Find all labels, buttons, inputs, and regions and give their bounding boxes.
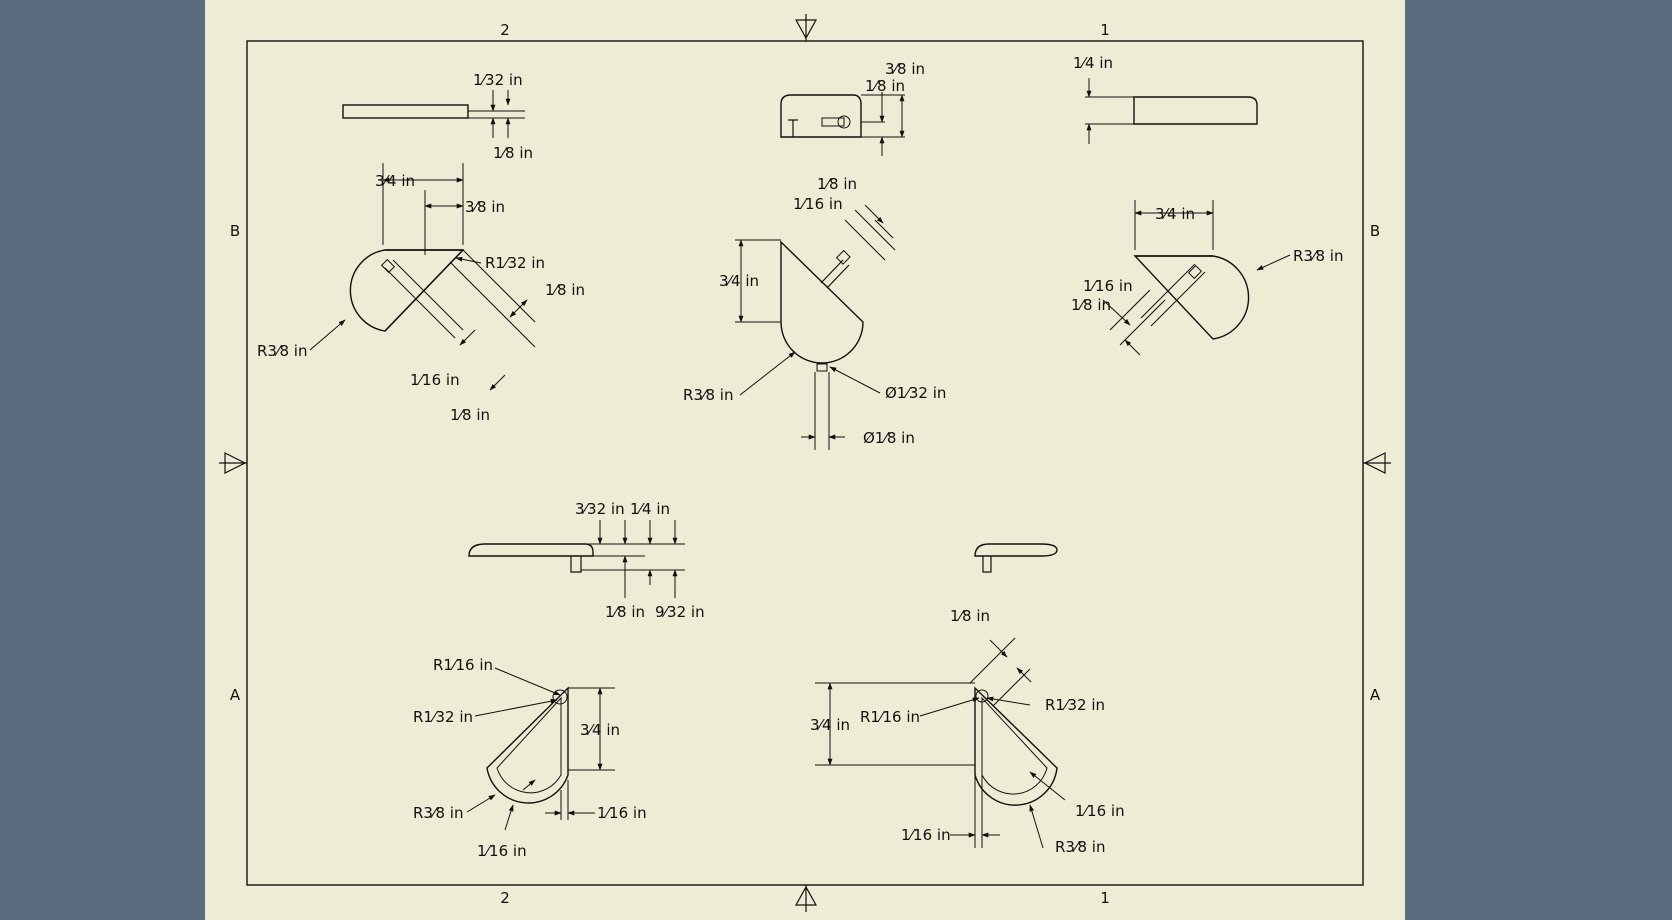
view-iso-right: R3⁄8 in 3⁄4 in 1⁄16 in 1⁄8 in (1071, 200, 1343, 356)
dim-label: 1⁄32 in (473, 71, 523, 89)
view-side-left: 3⁄32 in 1⁄4 in 1⁄8 in 9⁄32 in (468, 500, 705, 621)
view-top-middle: 3⁄8 in 1⁄8 in (780, 60, 925, 156)
dim-label: R1⁄32 in (1045, 696, 1105, 714)
zone-col-label: 1 (1100, 889, 1110, 907)
dim-label: 9⁄32 in (655, 603, 705, 621)
dim-label: 3⁄4 in (1155, 205, 1195, 223)
dim-label: R1⁄32 in (413, 708, 473, 726)
zone-col-label: 2 (500, 21, 510, 39)
dim-label: 1⁄8 in (450, 406, 490, 424)
zone-row-label: B (230, 222, 240, 240)
technical-drawing: 2 1 2 1 B B A A 1⁄32 in 1⁄8 in (219, 14, 1391, 912)
view-iso-middle: 1⁄8 in 1⁄16 in 3⁄4 in R3⁄8 in Ø1⁄32 in Ø… (683, 175, 946, 450)
dim-label: 3⁄4 in (580, 721, 620, 739)
dim-label: 1⁄4 in (630, 500, 670, 518)
zone-row-label: B (1370, 222, 1380, 240)
dim-label: R1⁄32 in (485, 254, 545, 272)
dim-label: 1⁄8 in (605, 603, 645, 621)
view-top-left: 1⁄32 in 1⁄8 in (342, 71, 533, 162)
dim-label: R3⁄8 in (1055, 838, 1105, 856)
dim-label: 1⁄16 in (477, 842, 527, 860)
view-side-right (974, 543, 1058, 573)
dim-label: 1⁄8 in (1071, 296, 1111, 314)
dim-label: 1⁄16 in (901, 826, 951, 844)
dim-label: R1⁄16 in (433, 656, 493, 674)
dim-label: 1⁄4 in (1073, 54, 1113, 72)
dim-label: 3⁄8 in (885, 60, 925, 78)
zone-col-label: 2 (500, 889, 510, 907)
view-bottom-left: R1⁄16 in R1⁄32 in 3⁄4 in R3⁄8 in 1⁄16 in… (413, 656, 647, 860)
dim-label: 1⁄16 in (793, 195, 843, 213)
dim-label: 1⁄8 in (950, 607, 990, 625)
dim-label: 1⁄8 in (817, 175, 857, 193)
sheet-border (246, 40, 1364, 886)
dim-label: 3⁄8 in (465, 198, 505, 216)
dim-label: 1⁄16 in (1075, 802, 1125, 820)
dim-label: 1⁄16 in (1083, 277, 1133, 295)
dim-label: R3⁄8 in (413, 804, 463, 822)
zone-row-label: A (230, 686, 241, 704)
dim-label: Ø1⁄8 in (863, 429, 915, 447)
zone-labels: 2 1 2 1 B B A A (230, 21, 1381, 907)
dim-label: R3⁄8 in (683, 386, 733, 404)
dim-label: 3⁄4 in (810, 716, 850, 734)
zone-row-label: A (1370, 686, 1381, 704)
dim-label: Ø1⁄32 in (885, 384, 946, 402)
dim-label: 3⁄32 in (575, 500, 625, 518)
dim-label: 1⁄8 in (865, 77, 905, 95)
dim-label: 1⁄16 in (597, 804, 647, 822)
dim-label: R1⁄16 in (860, 708, 920, 726)
dim-label: R3⁄8 in (1293, 247, 1343, 265)
dim-label: 3⁄4 in (375, 172, 415, 190)
dim-label: 1⁄8 in (545, 281, 585, 299)
view-bottom-right: 1⁄8 in 3⁄4 in R1⁄16 in R1⁄32 in 1⁄16 in … (810, 607, 1125, 856)
dim-label: R3⁄8 in (257, 342, 307, 360)
drawing-sheet: 2 1 2 1 B B A A 1⁄32 in 1⁄8 in (205, 0, 1405, 920)
view-top-right: 1⁄4 in (1073, 54, 1258, 144)
view-iso-left: 3⁄4 in 3⁄8 in R1⁄32 in 1⁄8 in R3⁄8 in 1⁄… (257, 163, 585, 424)
dim-label: 1⁄8 in (493, 144, 533, 162)
centering-marks (219, 14, 1391, 912)
zone-col-label: 1 (1100, 21, 1110, 39)
dim-label: 1⁄16 in (410, 371, 460, 389)
dim-label: 3⁄4 in (719, 272, 759, 290)
